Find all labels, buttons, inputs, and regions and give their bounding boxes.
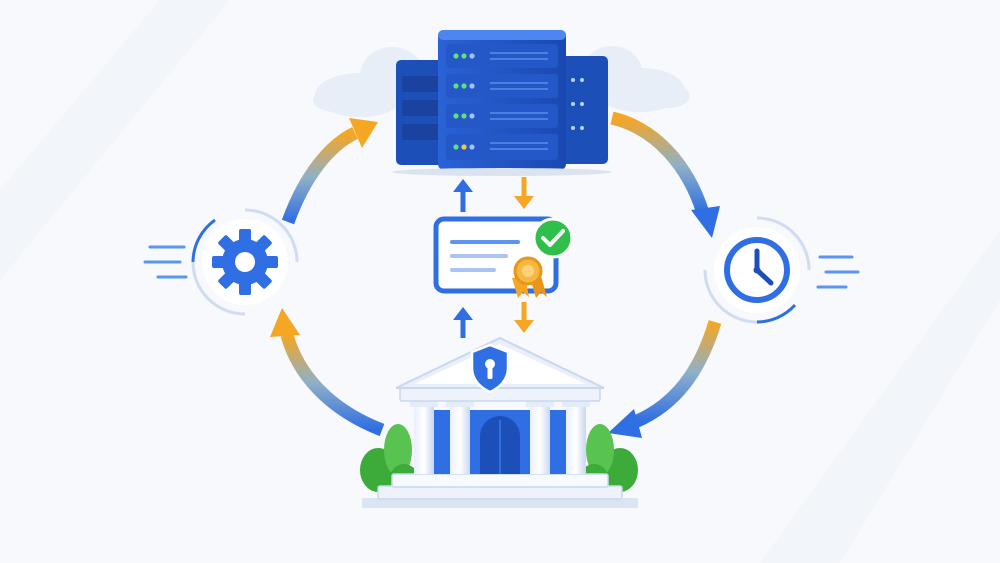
bank-columns — [410, 400, 590, 474]
speed-lines-left — [143, 245, 188, 279]
gear-icon — [212, 229, 278, 295]
server-rack-icon — [392, 30, 612, 176]
flow-arrow-server-to-clock — [610, 111, 720, 238]
clock-icon — [724, 237, 790, 303]
bank-building-icon — [360, 336, 638, 508]
arrow-down-server-to-certificate — [514, 177, 534, 209]
check-badge-icon — [532, 217, 574, 259]
clock-node — [703, 216, 811, 324]
arrow-up-certificate-to-server — [453, 179, 473, 212]
shield-lock-icon — [470, 343, 510, 394]
flow-arrow-clock-to-bank — [608, 320, 722, 438]
arrow-down-certificate-to-bank — [514, 302, 534, 333]
arrow-up-bank-to-certificate — [453, 307, 473, 338]
server-status-lights — [453, 53, 475, 150]
speed-lines-right — [816, 255, 860, 289]
gear-node — [191, 208, 299, 316]
flow-arrow-gear-to-server — [281, 118, 378, 225]
flow-arrow-bank-to-gear — [270, 308, 385, 437]
award-ribbon-icon — [512, 256, 547, 298]
